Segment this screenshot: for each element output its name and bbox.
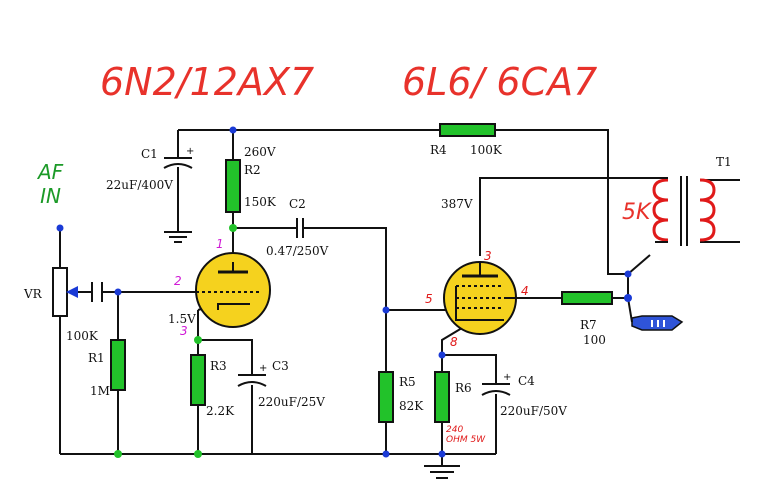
wires xyxy=(59,129,740,466)
r4-name-label: R4 xyxy=(430,143,447,157)
pentode-tube xyxy=(443,261,520,335)
r2-resistor xyxy=(225,159,241,213)
r6-note-line1: 240 xyxy=(446,425,464,435)
r1-value-label: 1M xyxy=(90,384,110,398)
r4-resistor xyxy=(439,123,496,137)
r2-voltage-label: 260V xyxy=(244,145,276,159)
c1-name-label: C1 xyxy=(141,147,158,161)
c3-top-wire xyxy=(198,339,253,375)
r5-resistor xyxy=(378,371,394,423)
r6-wire xyxy=(441,327,463,454)
b-plus-rail xyxy=(178,129,628,275)
c3-name-label: C3 xyxy=(272,359,289,373)
r5-name-label: R5 xyxy=(399,375,416,389)
af-in-label: AF IN xyxy=(38,160,63,208)
c4-capacitor: + xyxy=(481,372,511,396)
pentode-pin-grid: 5 xyxy=(425,292,433,306)
c1-capacitor: + xyxy=(163,146,194,169)
c1-value-label: 22uF/400V xyxy=(106,178,173,192)
af-in-line2: IN xyxy=(40,184,62,208)
c2-name-label: C2 xyxy=(289,197,306,211)
r6-note-line2: OHM 5W xyxy=(446,435,486,445)
c3-capacitor: + xyxy=(237,363,267,387)
pentode-pin-cathode: 8 xyxy=(450,335,458,349)
r7-resistor xyxy=(561,291,613,305)
svg-text:+: + xyxy=(186,146,194,157)
r7-name-label: R7 xyxy=(580,318,597,332)
c2-wire xyxy=(233,227,387,310)
ground-c1 xyxy=(164,231,192,243)
triode-pin-cathode: 3 xyxy=(180,324,188,338)
r4-value-label: 100K xyxy=(470,143,502,157)
coupling-capacitor xyxy=(91,282,103,302)
svg-text:+: + xyxy=(503,372,511,383)
c4-wire xyxy=(442,354,497,454)
t1-secondary-wires xyxy=(700,179,740,243)
r1-resistor xyxy=(110,339,126,391)
power-tube-title: 6L6/ 6CA7 xyxy=(402,60,598,104)
c4-value-label: 220uF/50V xyxy=(500,404,567,418)
c4-name-label: C4 xyxy=(518,374,535,388)
r2-name-label: R2 xyxy=(244,163,261,177)
r7-value-label: 100 xyxy=(583,333,606,347)
cathode-voltage-label: 1.5V xyxy=(168,312,196,326)
r5-wire xyxy=(385,309,450,454)
preamp-tube-title: 6N2/12AX7 xyxy=(100,60,315,104)
triode-pin-grid: 2 xyxy=(174,274,182,288)
t1-lead xyxy=(627,254,651,275)
af-in-line1: AF xyxy=(38,160,64,184)
t1-transformer xyxy=(652,176,716,246)
ground-main xyxy=(424,465,460,479)
junction-nodes xyxy=(56,126,632,458)
r1-name-label: R1 xyxy=(88,351,105,365)
triode-tube xyxy=(195,252,271,328)
r3-name-label: R3 xyxy=(210,359,227,373)
plate-voltage-label: 387V xyxy=(441,197,473,211)
r2-value-label: 150K xyxy=(244,195,276,209)
t1-impedance-label: 5K xyxy=(622,200,651,225)
vr-name-label: VR xyxy=(24,287,42,301)
t1-name-label: T1 xyxy=(716,155,732,169)
r5-value-label: 82K xyxy=(399,399,424,413)
r6-resistor xyxy=(434,371,450,423)
r6-name-label: R6 xyxy=(455,381,472,395)
pentode-pin-plate: 3 xyxy=(484,249,492,263)
vr-value-label: 100K xyxy=(66,329,98,343)
svg-text:+: + xyxy=(259,363,267,374)
r6-note: 240 OHM 5W xyxy=(446,425,485,445)
pentode-plate-wire xyxy=(479,177,655,256)
triode-pin-plate: 1 xyxy=(216,237,224,251)
c2-value-label: 0.47/250V xyxy=(266,244,329,258)
speaker-connector-icon xyxy=(627,297,684,331)
vr-potentiometer xyxy=(52,267,78,317)
c3-value-label: 220uF/25V xyxy=(258,395,325,409)
r3-value-label: 2.2K xyxy=(206,404,235,418)
pentode-pin-screen: 4 xyxy=(521,284,529,298)
r3-resistor xyxy=(190,354,206,406)
c2-capacitor xyxy=(296,218,304,238)
